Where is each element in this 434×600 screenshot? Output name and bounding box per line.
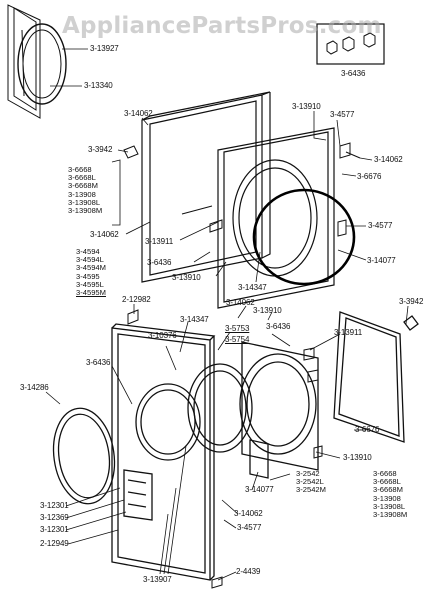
part-label: 3-13910: [172, 273, 201, 282]
part-label: 3-3942: [399, 297, 424, 306]
part-label: 3-5754: [225, 335, 250, 344]
hinge-parts-box: [316, 23, 385, 65]
part-label: 3-4577: [330, 110, 355, 119]
part-label: 3-13910: [292, 102, 321, 111]
top-door-panel: [7, 4, 67, 119]
part-label: 3-5753: [225, 324, 250, 333]
part-label: 3-14062: [234, 509, 263, 518]
part-label: 3-13340: [84, 81, 113, 90]
part-label: 3-14077: [367, 256, 396, 265]
door-gasket: [52, 407, 116, 505]
part-label: 3-14347: [180, 315, 209, 324]
part-label: 3-14062: [374, 155, 403, 164]
part-label: 2-12949: [40, 539, 69, 548]
part-label: 3-6436: [341, 69, 366, 78]
part-label: 3-10376: [148, 331, 177, 340]
part-label: 3-14347: [238, 283, 267, 292]
upper-door-inner-panel: [217, 127, 335, 309]
lower-hinge-hardware: [127, 309, 323, 589]
part-label: 3-6676: [355, 425, 380, 434]
part-label: 3-6436: [266, 322, 291, 331]
part-label: 3-13910: [343, 453, 372, 462]
part-label: 3-14062: [226, 298, 255, 307]
hinge-part-icons: [326, 32, 376, 55]
part-label: 3-12301: [40, 525, 69, 534]
part-label: 3-14077: [245, 485, 274, 494]
part-label: 3-6436: [86, 358, 111, 367]
part-label: 3-13910: [253, 306, 282, 315]
part-label: 3-4577: [237, 523, 262, 532]
lower-door-inner-panel: [239, 341, 319, 479]
upper-hinge-hardware: [123, 142, 361, 237]
part-label: 3-13927: [90, 44, 119, 53]
part-label: 3-14286: [20, 383, 49, 392]
part-label: 3-13911: [145, 237, 174, 246]
right-door-seal-frame: [333, 311, 419, 443]
highlight-circle: [252, 188, 356, 286]
part-label: 3-12301: [40, 501, 69, 510]
part-label: 2-12982: [122, 295, 151, 304]
lower-door-outer-panel: [111, 323, 216, 581]
part-label: 3-13907: [143, 575, 172, 584]
door-inner-ring: [187, 363, 253, 453]
part-label: 3-4577: [368, 221, 393, 230]
part-label: 3-3942: [88, 145, 113, 154]
part-label: 3-6436: [147, 258, 172, 267]
part-label: 3-13911: [334, 328, 363, 337]
part-label: 3-12369: [40, 513, 69, 522]
upper-door-front-panel: [141, 91, 271, 283]
leader-lines: [45, 48, 409, 581]
watermark: AppliancePartsPros.com: [62, 13, 382, 39]
part-label: 2-4439: [236, 567, 261, 576]
part-label: 3-6676: [357, 172, 382, 181]
part-label: 3-14062: [90, 230, 119, 239]
part-label: 3-14062: [124, 109, 153, 118]
